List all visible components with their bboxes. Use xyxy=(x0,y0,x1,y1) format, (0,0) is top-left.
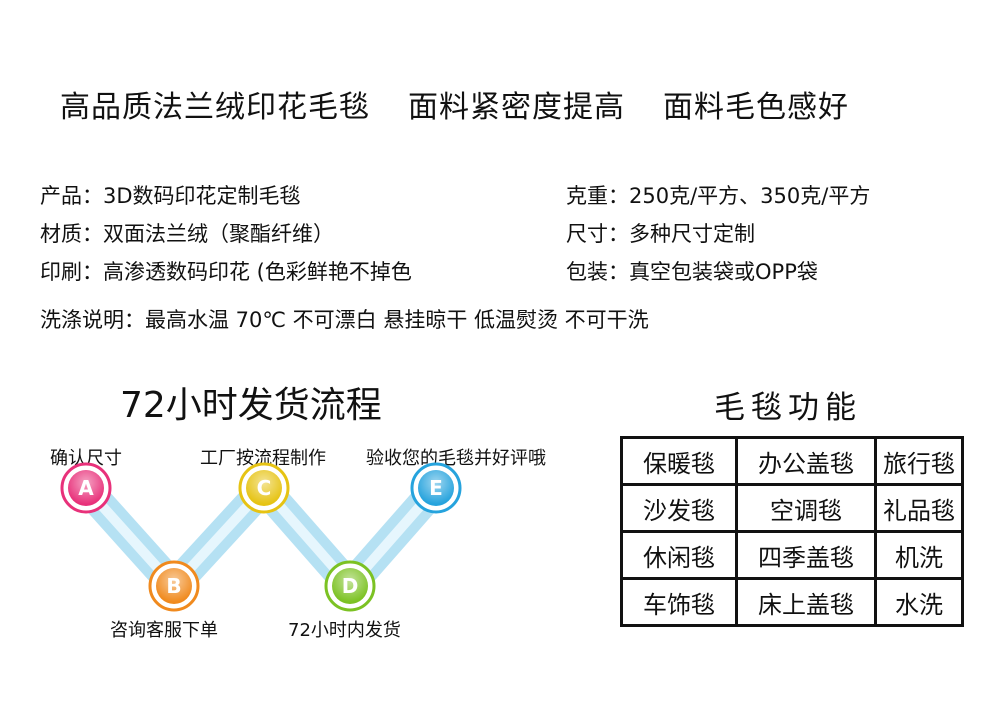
table-cell: 四季盖毯 xyxy=(735,530,877,580)
table-cell: 水洗 xyxy=(874,577,964,627)
spec-washing: 洗涤说明：最高水温 70℃ 不可漂白 悬挂晾干 低温熨烫 不可干洗 xyxy=(40,308,649,332)
headline-part-1: 高品质法兰绒印花毛毯 xyxy=(60,90,370,125)
spec-weight: 克重：250克/平方、350克/平方 xyxy=(566,184,871,208)
flow-step-e: E xyxy=(410,462,462,514)
flow-step-a: A xyxy=(60,462,112,514)
flow-step-letter: B xyxy=(166,574,181,598)
spec-material: 材质：双面法兰绒（聚酯纤维） xyxy=(40,222,334,246)
flow-step-shine xyxy=(246,470,282,506)
flow-diagram: A B C D E xyxy=(60,462,462,612)
table-cell: 空调毯 xyxy=(735,483,877,533)
table-cell: 保暖毯 xyxy=(620,436,738,486)
flow-step-b: B xyxy=(148,560,200,612)
page-headline: 高品质法兰绒印花毛毯 面料紧密度提高 面料毛色感好 xyxy=(60,82,940,126)
flow-label-e: 验收您的毛毯并好评哦 xyxy=(366,448,546,469)
flow-steps: A B C D E xyxy=(60,462,462,612)
flow-title: 72小时发货流程 xyxy=(120,385,382,426)
flow-label-a: 确认尺寸 xyxy=(50,448,122,469)
flow-label-d: 72小时内发货 xyxy=(288,620,401,641)
flow-step-shine xyxy=(332,568,368,604)
table-row: 休闲毯 四季盖毯 机洗 xyxy=(620,530,964,580)
table-cell: 机洗 xyxy=(874,530,964,580)
functions-title: 毛毯功能 xyxy=(714,390,862,426)
spec-product: 产品：3D数码印花定制毛毯 xyxy=(40,184,301,208)
flow-step-d: D xyxy=(324,560,376,612)
table-row: 保暖毯 办公盖毯 旅行毯 xyxy=(620,436,964,486)
table-cell: 床上盖毯 xyxy=(735,577,877,627)
table-cell: 沙发毯 xyxy=(620,483,738,533)
flow-label-c: 工厂按流程制作 xyxy=(200,448,326,469)
flow-step-letter: C xyxy=(257,476,272,500)
flow-step-letter: D xyxy=(342,574,359,598)
flow-step-shine xyxy=(156,568,192,604)
flow-label-b: 咨询客服下单 xyxy=(110,620,218,641)
table-cell: 车饰毯 xyxy=(620,577,738,627)
table-cell: 休闲毯 xyxy=(620,530,738,580)
functions-table: 保暖毯 办公盖毯 旅行毯 沙发毯 空调毯 礼品毯 休闲毯 四季盖毯 机洗 车饰毯… xyxy=(620,436,964,627)
table-row: 车饰毯 床上盖毯 水洗 xyxy=(620,577,964,627)
table-cell: 旅行毯 xyxy=(874,436,964,486)
flow-step-letter: E xyxy=(429,476,443,500)
flow-step-letter: A xyxy=(78,476,94,500)
spec-printing: 印刷：高渗透数码印花 (色彩鲜艳不掉色 xyxy=(40,260,412,284)
table-cell: 办公盖毯 xyxy=(735,436,877,486)
spec-size: 尺寸：多种尺寸定制 xyxy=(566,222,755,246)
table-cell: 礼品毯 xyxy=(874,483,964,533)
table-row: 沙发毯 空调毯 礼品毯 xyxy=(620,483,964,533)
headline-part-3: 面料毛色感好 xyxy=(663,90,849,125)
flow-step-shine xyxy=(418,470,454,506)
flow-step-c: C xyxy=(238,462,290,514)
spec-packaging: 包装：真空包装袋或OPP袋 xyxy=(566,260,818,284)
headline-part-2: 面料紧密度提高 xyxy=(408,90,625,125)
flow-step-shine xyxy=(68,470,104,506)
